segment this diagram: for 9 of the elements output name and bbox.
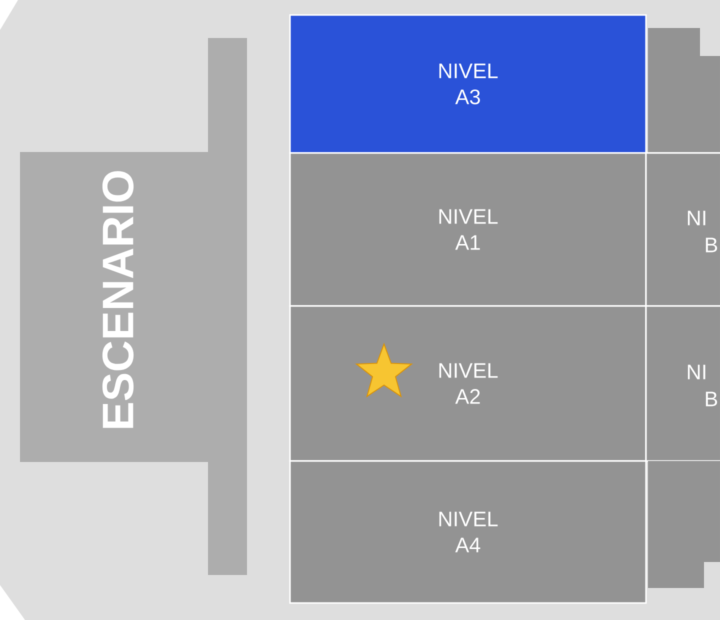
seating-section: NIVEL A4 bbox=[289, 460, 647, 604]
seating-section: NI B bbox=[645, 152, 720, 307]
seating-section: NIVEL A3 bbox=[289, 14, 647, 154]
seating-section bbox=[648, 461, 720, 588]
node-label: B bbox=[706, 392, 718, 406]
stage-block: ESCENARIO bbox=[20, 38, 247, 575]
seating-section: NI B bbox=[645, 305, 720, 462]
seating-section bbox=[646, 28, 720, 154]
node-label: NI bbox=[688, 364, 706, 380]
